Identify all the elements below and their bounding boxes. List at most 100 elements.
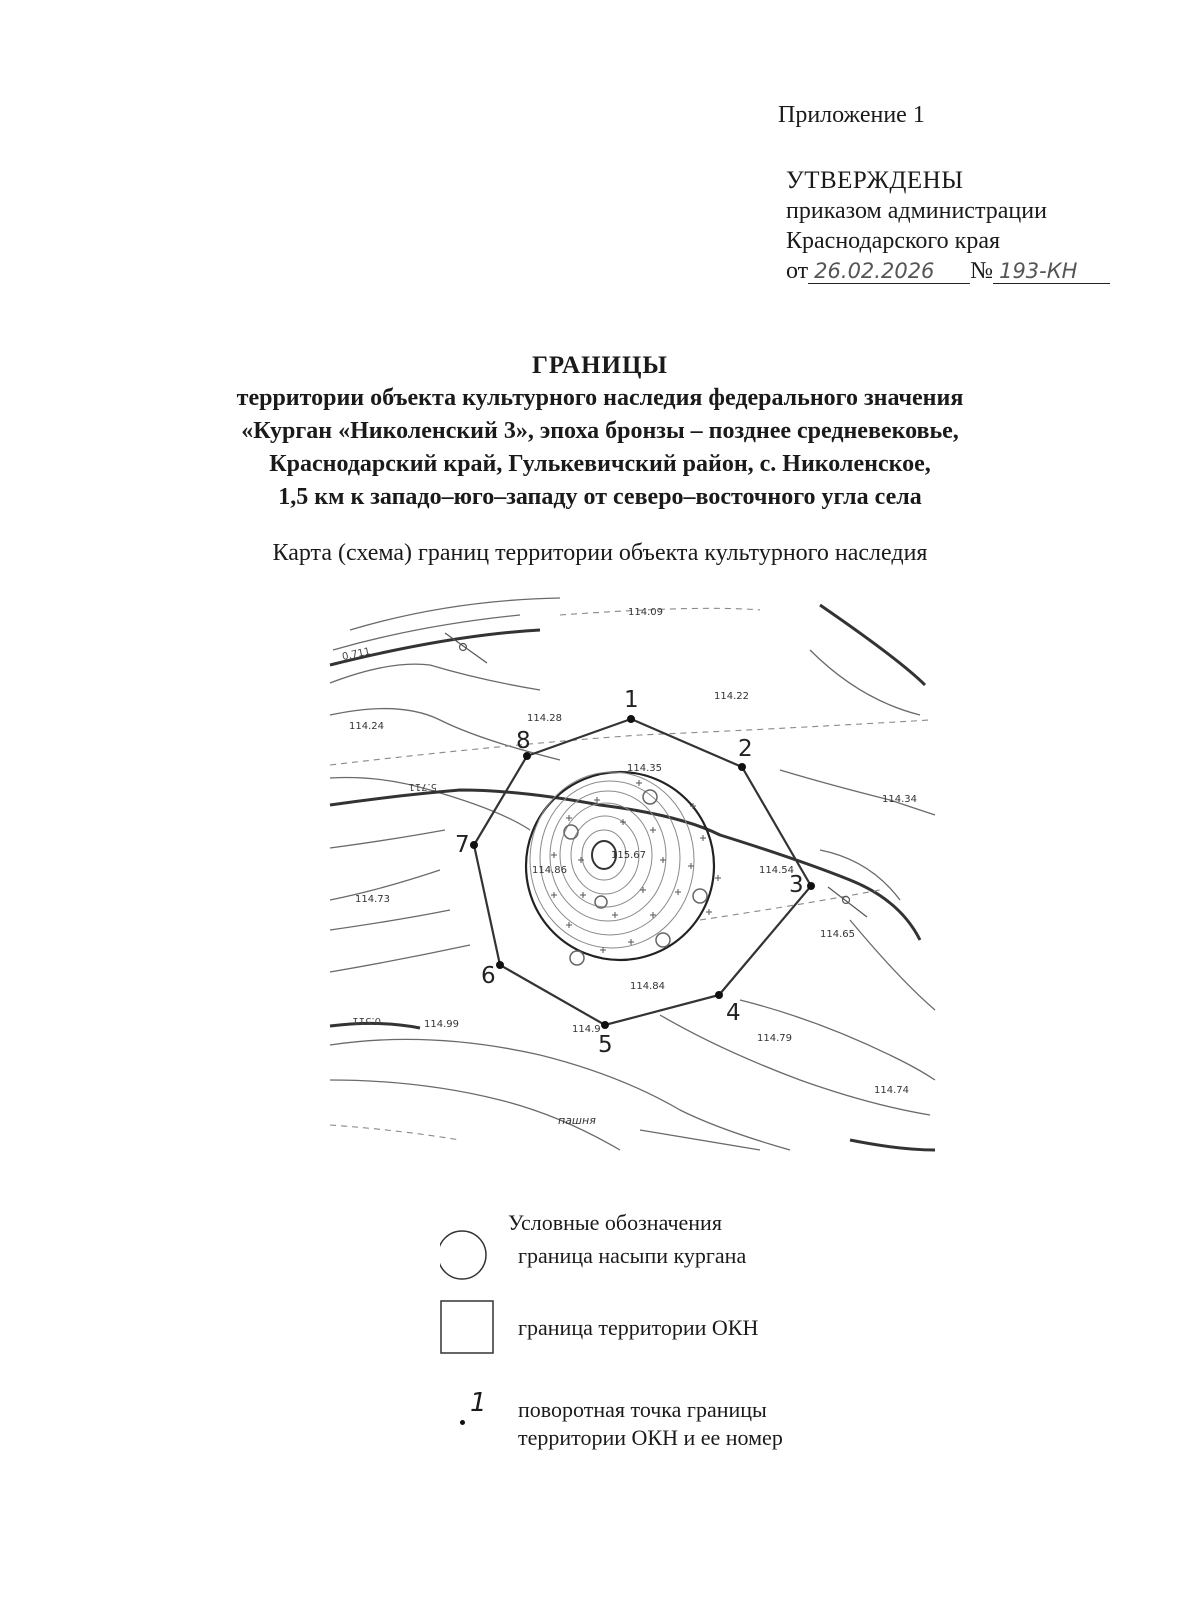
elevation-label: 114.54	[759, 865, 794, 876]
benchmark-line	[827, 886, 868, 918]
approval-line-1: приказом администрации	[786, 198, 1047, 224]
contour-line	[819, 849, 901, 901]
circle-icon	[440, 1230, 487, 1280]
contour-value-label: 0.711	[341, 646, 371, 663]
document-title: ГРАНИЦЫ территории объекта культурного н…	[0, 350, 1200, 514]
point-number-8: 8	[516, 728, 531, 754]
elevation-label: 114.35	[627, 763, 662, 774]
elevation-label: 114.86	[532, 865, 567, 876]
from-prefix: от	[786, 258, 809, 284]
legend-title: Условные обозначения	[508, 1210, 722, 1235]
cross	[566, 922, 572, 928]
mound-contours	[529, 771, 695, 949]
cross	[594, 797, 600, 803]
handwritten-number: 193-КН	[993, 259, 1111, 284]
pit-circle	[655, 932, 671, 948]
title-line-4: 1,5 км к западо–юго–западу от северо–вос…	[278, 484, 922, 510]
title-line-2: «Курган «Николенский 3», эпоха бронзы – …	[241, 418, 959, 444]
cross	[650, 912, 656, 918]
point-number-6: 6	[481, 963, 496, 989]
legend-item-mound: граница насыпи кургана	[440, 1222, 940, 1280]
contour-line	[739, 999, 936, 1081]
contour-line	[329, 944, 471, 973]
pit-circle	[569, 950, 585, 966]
turning-point-6	[496, 961, 504, 969]
mound	[524, 770, 721, 966]
cross	[620, 819, 626, 825]
cross	[600, 947, 606, 953]
contour-line	[779, 769, 936, 816]
contour-line	[849, 919, 936, 1011]
index-contour	[329, 628, 541, 667]
contour-value-labels: 5.711 0.511 0.711	[341, 646, 437, 1026]
turning-point-dot	[460, 1420, 465, 1425]
contour-line	[809, 649, 921, 716]
mound-top	[591, 840, 617, 870]
handwritten-date: 26.02.2026	[808, 259, 971, 284]
elevation-label: 114.22	[714, 691, 749, 702]
contour-line	[329, 663, 541, 691]
contour-line	[329, 776, 531, 831]
turning-point-8	[523, 752, 531, 760]
cross	[578, 857, 584, 863]
cross	[688, 863, 694, 869]
dashed-line	[559, 607, 761, 616]
legend-label-line-1: поворотная точка границы	[518, 1397, 767, 1422]
cross	[612, 912, 618, 918]
contour-line	[329, 909, 451, 931]
cross	[628, 939, 634, 945]
turning-points	[470, 715, 815, 1029]
dashed-line	[329, 1124, 461, 1141]
benchmark-markers	[444, 632, 868, 918]
contour-line	[329, 1079, 621, 1151]
elevation-label: 114.09	[628, 607, 663, 618]
contour-line	[329, 829, 446, 849]
dashed-line	[699, 889, 881, 921]
legend-label-line-2: территории ОКН и ее номер	[518, 1425, 783, 1450]
title-line-3: Краснодарский край, Гулькевичский район,…	[269, 451, 931, 477]
point-number-4: 4	[726, 1000, 741, 1026]
contour-lines	[329, 597, 936, 1151]
contour-line	[332, 614, 521, 651]
mound-contour	[529, 771, 695, 949]
legend-label-territory: граница территории ОКН	[518, 1315, 759, 1340]
cross	[690, 803, 696, 809]
elevation-label: 114.99	[424, 1019, 459, 1030]
legend-item-turning-point: 1 поворотная точка границы территории ОК…	[440, 1388, 940, 1460]
dashed-line	[329, 719, 931, 766]
cross	[566, 815, 572, 821]
point-numbers: 1 2 3 4 5 6 7 8	[455, 687, 804, 1058]
cross	[660, 857, 666, 863]
index-contour	[329, 1021, 421, 1030]
index-contours	[329, 603, 936, 1152]
cross	[580, 892, 586, 898]
contour-line	[659, 1014, 931, 1116]
elevation-label: 114.73	[355, 894, 390, 905]
elevation-label: 115.67	[611, 850, 646, 861]
approval-line-2: Краснодарского края	[786, 228, 1001, 254]
cross	[700, 835, 706, 841]
point-number-5: 5	[598, 1032, 613, 1058]
legend-label-mound: граница насыпи кургана	[518, 1243, 747, 1268]
index-contour	[849, 1138, 936, 1152]
index-contour	[819, 603, 927, 687]
mound-contour	[539, 780, 681, 936]
pit-circle	[642, 789, 658, 805]
turning-point-icon: 1	[458, 1388, 498, 1450]
legend-label-turning-point: поворотная точка границы территории ОКН …	[518, 1396, 783, 1452]
survey-crosses	[551, 780, 721, 953]
elevation-labels: 114.09 114.22 114.24 114.28 114.35 114.3…	[349, 607, 917, 1096]
legend-item-territory: граница территории ОКН	[440, 1300, 940, 1360]
elevation-label: 114.65	[820, 929, 855, 940]
map-subtitle: Карта (схема) границ территории объекта …	[272, 540, 928, 566]
index-contour	[329, 788, 922, 941]
title-line-1: территории объекта культурного наследия …	[236, 385, 964, 411]
turning-point-5	[601, 1021, 609, 1029]
turning-point-3	[807, 882, 815, 890]
cross	[650, 827, 656, 833]
point-number-7: 7	[455, 832, 470, 858]
pit-circle	[692, 888, 708, 904]
pits	[563, 789, 708, 966]
number-prefix: №	[970, 258, 994, 284]
contour-line	[349, 597, 561, 631]
